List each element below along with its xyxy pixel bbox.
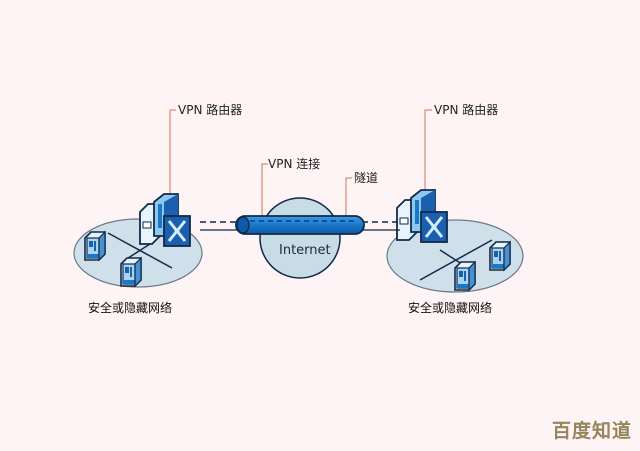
right-network-label: 安全或隐藏网络 [408, 300, 492, 315]
right-router-callout-line [424, 109, 432, 198]
vpn-tunnel [235, 215, 365, 235]
vpn-connection-label: VPN 连接 [268, 156, 320, 171]
tunnel-callout-line [345, 177, 352, 216]
left-network-label: 安全或隐藏网络 [88, 300, 172, 315]
internet-cloud [259, 197, 341, 279]
right-router-device [395, 188, 449, 244]
left-host-2 [120, 257, 142, 287]
left-router-device [138, 192, 192, 248]
left-router-callout-line [169, 109, 176, 198]
watermark: 百度知道 [551, 420, 632, 442]
right-router-label: VPN 路由器 [434, 102, 498, 117]
tunnel-label: 隧道 [354, 170, 378, 185]
left-router-label: VPN 路由器 [178, 102, 242, 117]
internet-label: Internet [279, 243, 331, 258]
tunnel-opening [236, 216, 250, 234]
right-host-2 [454, 261, 476, 291]
vpn-connection-callout-line [261, 163, 268, 218]
left-host-1 [84, 231, 106, 261]
right-host-1 [489, 241, 511, 271]
